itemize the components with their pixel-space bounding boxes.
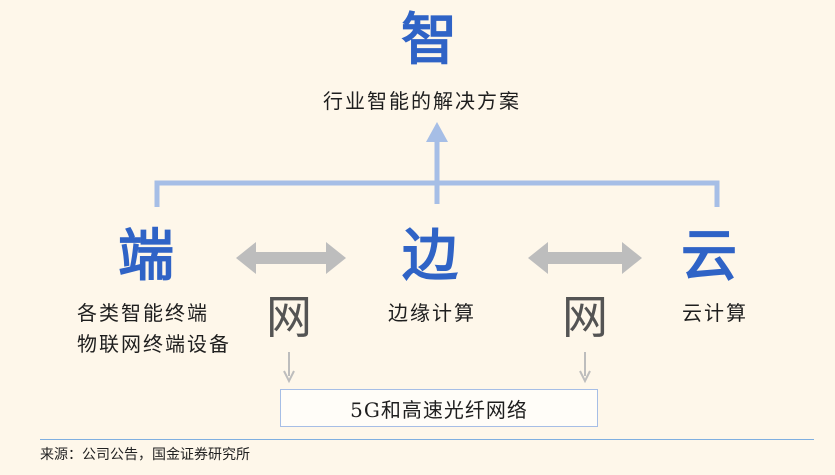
network-char-right: 网 (562, 290, 608, 344)
network-box-label: 5G和高速光纤网络 (350, 397, 528, 422)
intelligence-char: 智 (401, 7, 457, 73)
double-arrow-right (528, 242, 642, 274)
network-box: 5G和高速光纤网络 (280, 389, 598, 427)
edge-label: 边缘计算 (388, 301, 476, 325)
down-arrow-right-head (579, 370, 591, 384)
network-char-left: 网 (266, 290, 312, 344)
edge-char: 边 (402, 223, 458, 289)
cloud-char: 云 (681, 223, 737, 289)
end-label-line-1: 各类智能终端 (77, 301, 209, 325)
intelligence-label: 行业智能的解决方案 (323, 89, 521, 113)
end-label-line-2: 物联网终端设备 (77, 332, 231, 356)
up-arrow-head (426, 122, 448, 142)
end-char: 端 (118, 223, 174, 289)
source-divider (40, 439, 814, 440)
source-note: 来源：公司公告，国金证券研究所 (40, 447, 250, 463)
cloud-label: 云计算 (682, 301, 748, 325)
double-arrow-left (236, 242, 346, 274)
down-arrow-left-head (283, 370, 295, 384)
